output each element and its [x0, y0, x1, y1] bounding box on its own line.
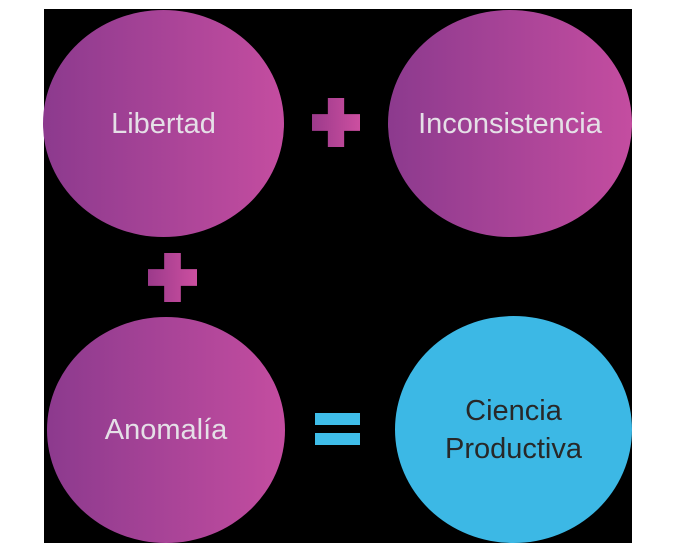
circle-libertad: Libertad — [43, 10, 284, 237]
circle-ciencia-productiva: Ciencia Productiva — [395, 316, 632, 543]
circle-ciencia-productiva-label-line1: Ciencia — [465, 394, 562, 427]
circle-inconsistencia: Inconsistencia — [388, 10, 632, 237]
circle-anomalia-label: Anomalía — [104, 414, 228, 446]
equals-icon — [315, 413, 360, 445]
circle-libertad-label: Libertad — [111, 107, 216, 140]
equals-bar-bottom — [315, 433, 360, 445]
equals-bar-top — [315, 413, 360, 425]
circle-anomalia: Anomalía — [47, 317, 285, 543]
circle-ciencia-productiva-label-line2: Productiva — [444, 432, 582, 465]
circle-inconsistencia-label: Inconsistencia — [418, 107, 602, 140]
